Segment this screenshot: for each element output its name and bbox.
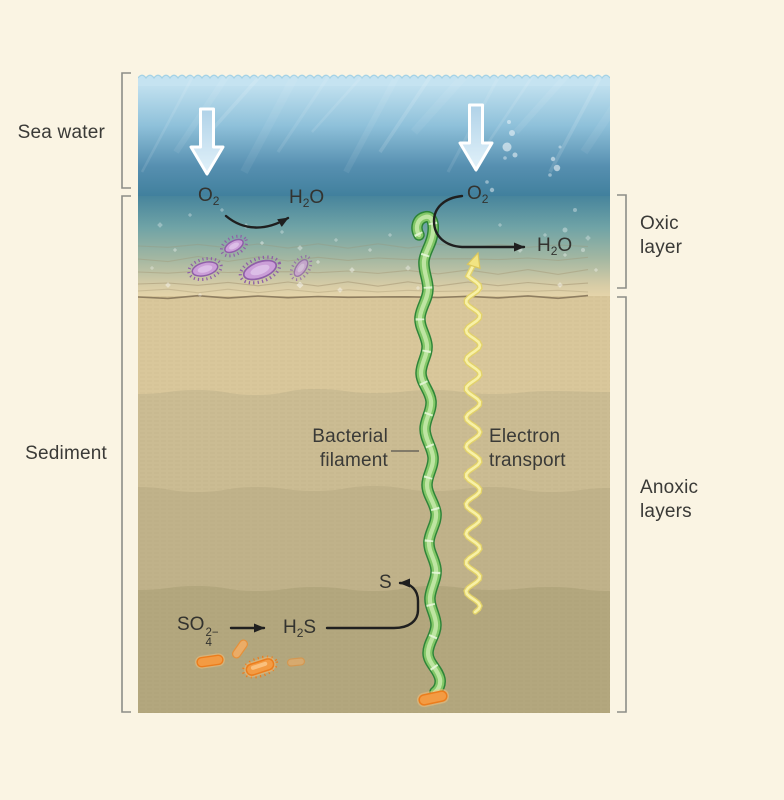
sediment-texture: [138, 296, 610, 713]
oxic-zone: [138, 196, 610, 300]
anoxic-layers-label-line1: Anoxic: [640, 477, 699, 498]
sediment-bracket: [121, 195, 131, 713]
h2o-label-filament: H2O: [537, 235, 573, 258]
o2-label-filament: O2: [467, 183, 489, 206]
sulfate-reducing-bacteria-group: [195, 639, 306, 679]
filament-anchor-cell: [416, 688, 450, 708]
sea-surface-waves: [138, 75, 610, 86]
o2-to-h2o-arrow-filament: [432, 194, 526, 252]
anoxic-layers-label: Anoxic layers: [640, 476, 698, 524]
electron-transport-wave: [463, 251, 483, 615]
h2s-label: H2S: [283, 617, 317, 640]
sulfate-reducing-bacterium-icon: [195, 653, 225, 669]
oxic-layer-label-line2: layer: [640, 237, 683, 258]
aerobic-bacterium-icon: [187, 257, 223, 281]
sediment-surface-ripples: [138, 243, 589, 294]
anoxic-layers-bracket: [617, 296, 627, 713]
oxic-layer-label-line1: Oxic: [640, 213, 679, 234]
zone-brackets: [121, 72, 627, 713]
sea-water-label: Sea water: [17, 122, 105, 143]
h2o-label-seawater: H2O: [289, 187, 325, 210]
sea-water-bracket: [121, 72, 131, 189]
sulfate-reducing-bacterium-icon: [231, 639, 249, 659]
oxic-layer-label: Oxic layer: [640, 212, 682, 260]
reaction-arrows: [224, 194, 526, 633]
cable-bacterium-filament: [411, 210, 450, 708]
h2s-to-sulfur-arrow: [325, 578, 420, 630]
sediment-label: Sediment: [25, 443, 107, 464]
o2-to-h2o-arrow-seawater: [224, 214, 290, 229]
sediment-surface-line: [138, 294, 589, 300]
o2-label-seawater: O2: [198, 185, 220, 208]
oxic-layer-bracket: [617, 194, 627, 289]
sea-water-zone: [138, 82, 610, 196]
sulfur-label: S: [379, 572, 392, 593]
anoxic-layers-label-line2: layers: [640, 501, 692, 522]
bacterial-filament-label: Bacterial filament: [312, 426, 388, 471]
electron-transport-label: Electron transport: [489, 426, 566, 471]
sulfate-reducing-bacterium-icon: [241, 655, 279, 679]
light-ray-streaks: [140, 72, 610, 174]
electron-wave-arrowhead: [466, 251, 481, 270]
oxygen-diffusion-arrow-icon-right: [458, 103, 494, 172]
oxygen-diffusion-arrow-icon-left: [189, 107, 225, 176]
sulfate-reducing-bacterium-icon: [286, 657, 306, 667]
bubbles: [485, 120, 585, 252]
aerobic-bacterium-icon: [219, 234, 249, 258]
aerobic-bacterium-icon: [238, 255, 282, 285]
